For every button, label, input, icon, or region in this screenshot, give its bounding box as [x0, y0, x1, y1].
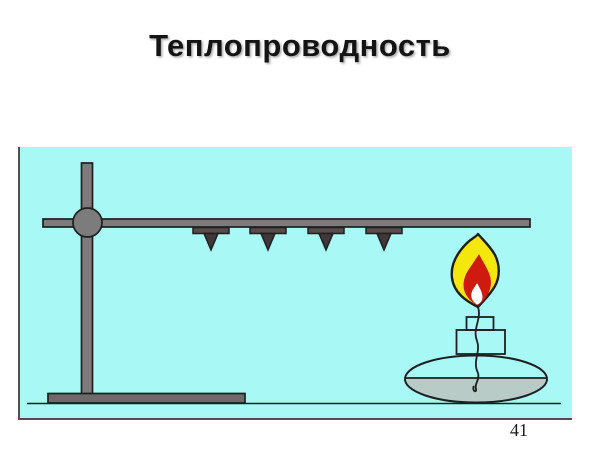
clamp-knob: [72, 207, 103, 238]
metal-rod: [42, 218, 531, 228]
wax-pin-4: [365, 226, 403, 252]
lamp-neck-upper: [465, 316, 495, 331]
stand-base: [47, 392, 246, 404]
flame-inner-icon: [463, 254, 491, 306]
slide-title: Теплопроводность: [149, 28, 451, 63]
page-number: 41: [510, 420, 528, 440]
wax-pin-1: [192, 226, 230, 252]
lamp-wick: [472, 306, 480, 393]
flame-core-icon: [471, 283, 483, 305]
stand-pole: [80, 162, 94, 395]
wax-pin-2: [249, 226, 287, 252]
diagram-panel: [18, 147, 572, 420]
lamp-body: [404, 354, 548, 404]
experiment-diagram: [18, 147, 572, 420]
wax-pin-3: [307, 226, 345, 252]
